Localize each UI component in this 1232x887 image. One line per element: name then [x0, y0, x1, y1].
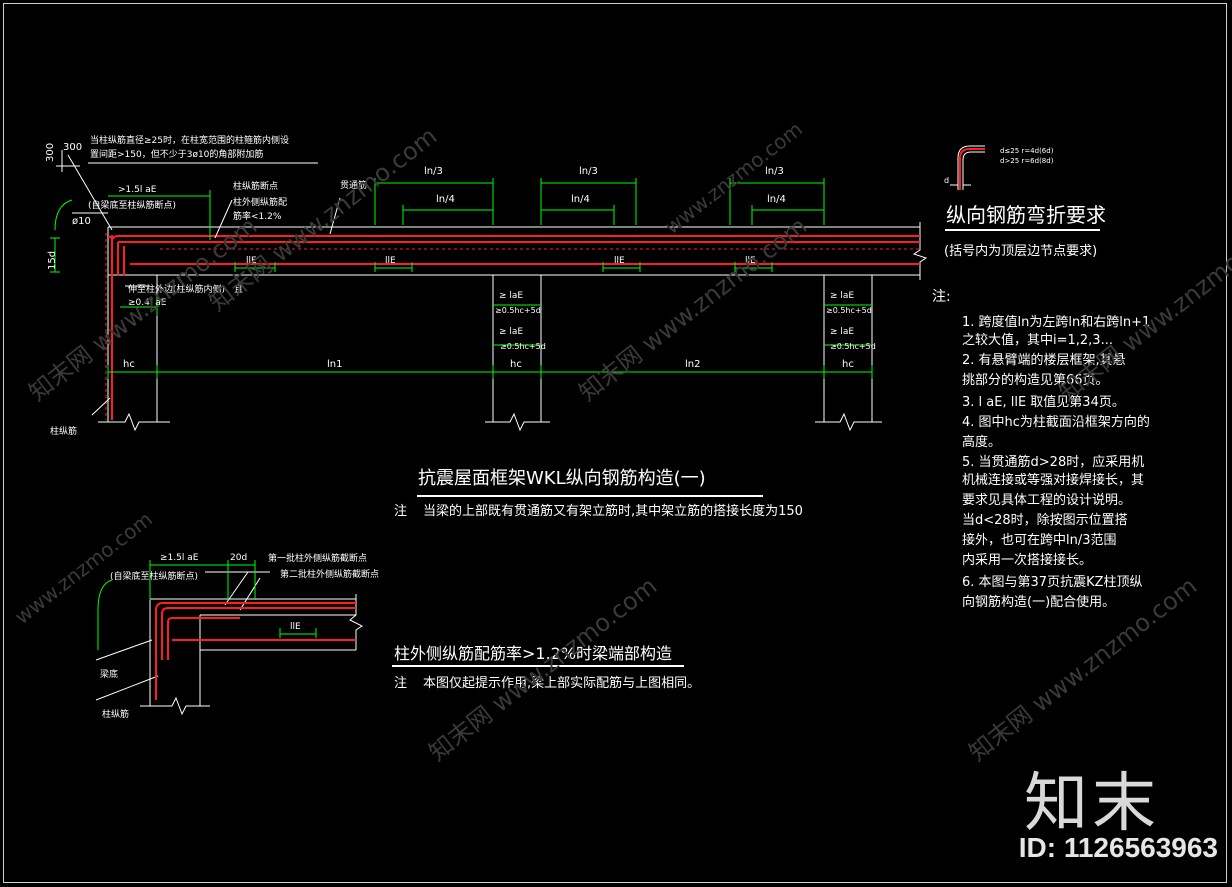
label-col-outer-ratio-2: 筋率<1.2%	[233, 212, 282, 222]
dim-lle-4: llE	[745, 256, 756, 266]
lower-title: 柱外侧纵筋配筋率>1.2%时梁端部构造	[394, 644, 673, 663]
note-line: 内采用一次搭接接长。	[962, 553, 1093, 568]
note-line: 6. 本图与第37页抗震KZ柱顶纵	[962, 575, 1143, 590]
label-through-bar: 贯通筋	[340, 181, 368, 191]
main-note-label: 注	[394, 504, 408, 519]
note-line: 5. 当贯通筋d>28时，应采用机	[962, 455, 1145, 470]
bend-subtitle: (括号内为顶层边节点要求)	[944, 244, 1098, 259]
note-line: 向钢筋构造(一)配合使用。	[962, 595, 1116, 610]
note-line: 4. 图中hc为柱截面沿框架方向的	[962, 415, 1150, 430]
dim-lle-3: llE	[614, 256, 625, 266]
dim-half-hc-2: ≥0.5hc+5d	[500, 342, 546, 351]
dim-ln2: ln2	[685, 359, 701, 370]
note-top-line1: 当柱纵筋直径≥25时，在柱宽范围的柱箍筋内侧设	[90, 136, 289, 146]
dim-lle-1: llE	[246, 256, 257, 266]
note-line: 1. 跨度值ln为左跨ln和右跨ln+1	[962, 315, 1151, 330]
lower-dim-20d: 20d	[230, 553, 248, 563]
notes-label: 注:	[932, 289, 951, 305]
note-line: 2. 有悬臂端的楼层框架,其悬	[962, 353, 1126, 368]
dim-15d: 15d	[47, 250, 58, 270]
dim-lae-mid-2: ≥ laE	[499, 327, 524, 337]
bend-r2: d>25 r=6d(8d)	[1000, 157, 1054, 165]
beam-dimensions	[50, 178, 873, 379]
lower-beam-bottom: 梁底	[100, 670, 119, 680]
rebar	[108, 235, 920, 420]
dim-ln4-3: ln/4	[767, 194, 786, 205]
note-line: 接外，也可在跨中ln/3范围	[962, 533, 1117, 548]
note-line: 挑部分的构造见第66页。	[962, 373, 1109, 388]
dim-ln4-2: ln/4	[571, 194, 590, 205]
dim-ln3-1: ln/3	[424, 166, 443, 177]
dim-hc-mid: hc	[510, 359, 522, 370]
bend-title: 纵向钢筋弯折要求	[946, 203, 1106, 227]
drawing-frame	[3, 3, 1227, 883]
label-col-outer-ratio-1: 柱外侧纵筋配	[233, 198, 288, 208]
dim-lle-2: llE	[385, 256, 396, 266]
lower-zdi: (自梁底至柱纵筋断点)	[110, 572, 199, 582]
lower-cut2: 第二批柱外侧纵筋截断点	[280, 570, 380, 580]
dim-lae-right-2: ≥ laE	[830, 327, 855, 337]
dim-lae-mid-1: ≥ laE	[499, 291, 524, 301]
lower-note: 本图仅起提示作用,梁上部实际配筋与上图相同。	[423, 676, 701, 691]
note-line: 要求见具体工程的设计说明。	[962, 493, 1132, 508]
note-line: 机械连接或等强对接焊接长，其	[962, 473, 1145, 488]
image-id: ID: 1126563963	[1018, 832, 1218, 863]
note-line: 高度。	[962, 435, 1002, 450]
bend-d: d	[944, 176, 950, 185]
lower-outline	[95, 571, 363, 716]
lower-col-bar: 柱纵筋	[102, 710, 130, 720]
label-extend-2: ≥0.4l aE	[128, 298, 167, 308]
brand-logo: 知末	[1024, 767, 1160, 841]
note-top-line2: 置间距>150，但不少于3ø10的角部附加筋	[90, 150, 264, 160]
lower-lle: llE	[290, 622, 301, 632]
lower-note-label: 注	[394, 676, 408, 691]
dim-half-hc-4: ≥0.5hc+5d	[830, 342, 876, 351]
main-title: 抗震屋面框架WKL纵向钢筋构造(一)	[418, 468, 706, 489]
label-extend-1: 伸至柱外边(柱纵筋内侧)、且	[128, 285, 244, 295]
dim-300-horizontal: 300	[63, 142, 83, 153]
note-line: 当d<28时，除按图示位置搭	[962, 513, 1128, 528]
label-col-bar-cut: 柱纵筋断点	[233, 182, 279, 192]
dim-hc-left: hc	[123, 359, 135, 370]
dim-lae-right-1: ≥ laE	[830, 291, 855, 301]
dim-300-vertical: 300	[45, 142, 56, 162]
label-phi10: ø10	[72, 216, 91, 227]
main-note: 当梁的上部既有贯通筋又有架立筋时,其中架立筋的搭接长度为150	[423, 504, 803, 519]
dim-1-5-lae: >1.5l aE	[118, 185, 157, 195]
dim-half-hc-3: ≥0.5hc+5d	[826, 306, 872, 315]
lower-dim-1-5-lae: ≥1.5l aE	[160, 553, 199, 563]
dim-ln1: ln1	[327, 359, 343, 370]
note-line: 3. l aE, llE 取值见第34页。	[962, 395, 1125, 410]
lower-cut1: 第一批柱外侧纵筋截断点	[268, 554, 368, 564]
dim-half-hc-1: ≥0.5hc+5d	[495, 306, 541, 315]
dim-ln3-2: ln/3	[579, 166, 598, 177]
dim-hc-right: hc	[842, 359, 854, 370]
dim-ln4-1: ln/4	[436, 194, 455, 205]
note-line: 之较大值，其中i=1,2,3...	[962, 333, 1113, 348]
bend-r1: d≤25 r=4d(6d)	[1000, 147, 1054, 155]
label-beam-bottom-to-cut: (自梁底至柱纵筋断点)	[88, 201, 177, 211]
dim-ln3-3: ln/3	[765, 166, 784, 177]
label-col-bar: 柱纵筋	[50, 427, 78, 437]
bend-detail	[950, 145, 985, 190]
